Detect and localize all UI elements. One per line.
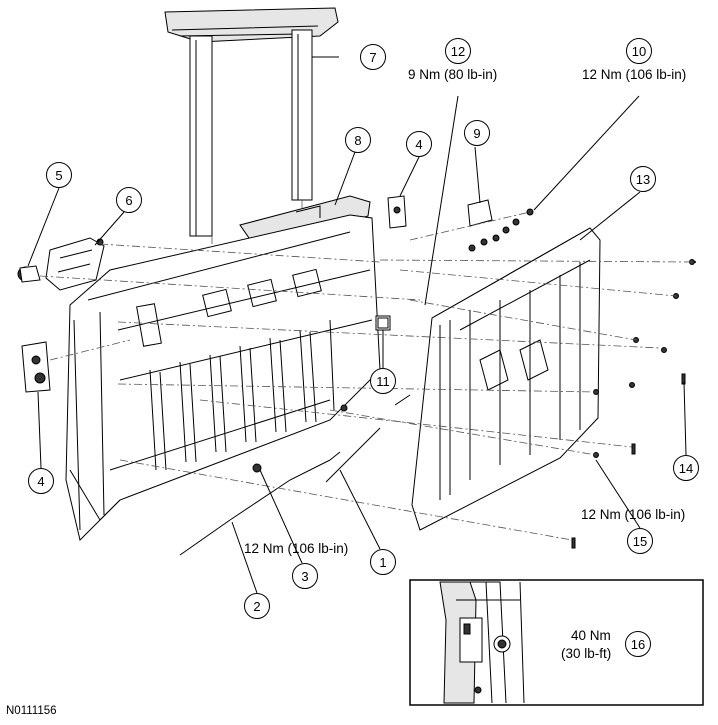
latch-upper xyxy=(387,195,407,229)
callout-10: 10 xyxy=(626,38,652,64)
upper-bracket xyxy=(467,199,493,227)
callout-4-upper: 4 xyxy=(406,131,432,157)
latch-left xyxy=(21,341,51,393)
lock-actuator xyxy=(375,315,391,331)
callout-2: 2 xyxy=(244,593,270,619)
callout-9: 9 xyxy=(464,120,490,146)
torque-item-10: 12 Nm (106 lb-in) xyxy=(582,67,687,82)
leader-lines xyxy=(27,56,687,645)
tailgate-outer-panel xyxy=(411,227,601,531)
torque-item-12: 9 Nm (80 lb-in) xyxy=(408,67,498,82)
callout-16: 16 xyxy=(625,631,651,657)
callout-14: 14 xyxy=(673,455,699,481)
torque-item-16-lbft: (30 lb-ft) xyxy=(561,646,612,661)
callout-12: 12 xyxy=(445,38,471,64)
torque-item-16-nm: 40 Nm xyxy=(571,628,611,643)
tailgate-cap xyxy=(164,7,339,300)
release-rods xyxy=(179,394,411,556)
callout-1: 1 xyxy=(370,549,396,575)
bolts-item-10 xyxy=(468,208,534,252)
tailgate-inner-panel xyxy=(65,214,381,541)
callout-13: 13 xyxy=(630,166,656,192)
torque-item-3: 12 Nm (106 lb-in) xyxy=(244,541,349,556)
callout-7: 7 xyxy=(360,44,386,70)
torque-item-15: 12 Nm (106 lb-in) xyxy=(581,507,686,522)
callout-4-lower: 4 xyxy=(28,468,54,494)
callout-8: 8 xyxy=(345,127,371,153)
callout-15: 15 xyxy=(627,528,653,554)
callout-11: 11 xyxy=(370,368,396,394)
callout-5: 5 xyxy=(46,162,72,188)
figure-id: N0111156 xyxy=(6,705,57,717)
callout-3: 3 xyxy=(292,563,318,589)
detail-inset xyxy=(409,579,704,706)
handle-bezel xyxy=(17,265,41,283)
bolts-item-15 xyxy=(571,259,696,549)
callout-6: 6 xyxy=(116,187,142,213)
